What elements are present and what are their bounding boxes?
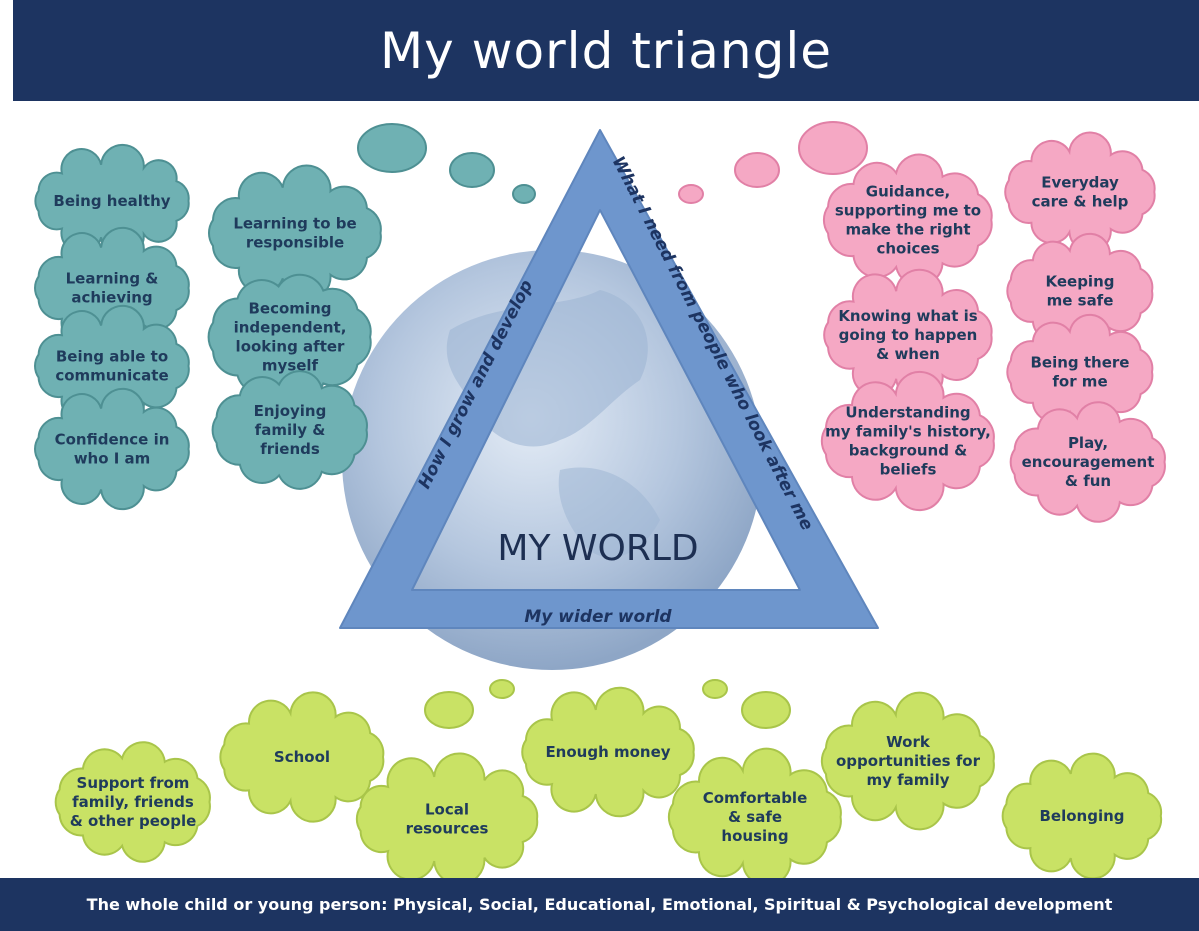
page-title: My world triangle (380, 21, 832, 80)
grow-cloud-shape (34, 387, 190, 511)
grow-cloud: Being healthy (34, 143, 190, 259)
grow-cloud-label: Learning &achieving (66, 270, 159, 307)
world-cloud: Enough money (521, 686, 695, 818)
grow-cloud-label: Being healthy (53, 192, 170, 210)
footer-banner: The whole child or young person: Physica… (0, 878, 1199, 931)
world-cloud-shape (355, 752, 539, 878)
thought-bubble (734, 152, 780, 188)
world-cloud: School (219, 691, 385, 823)
globe-landmass (558, 467, 660, 558)
world-cloud-shape (820, 691, 995, 831)
thought-bubble (357, 123, 427, 173)
care-cloud-shape (820, 370, 995, 512)
thought-bubble (798, 121, 868, 175)
world-cloud-shape (219, 691, 385, 823)
world-cloud: Belonging (1001, 752, 1163, 878)
globe (342, 250, 762, 670)
thought-bubble (449, 152, 495, 188)
triangle-bottom-label: My wider world (524, 607, 672, 627)
thought-bubble (741, 691, 791, 729)
triangle-frame (339, 129, 879, 629)
care-cloud-shape (1009, 401, 1166, 523)
care-cloud-shape (822, 153, 993, 287)
care-cloud-label: Play,encouragement& fun (1022, 434, 1155, 490)
grow-cloud-shape (208, 164, 382, 302)
thought-bubble (702, 679, 728, 699)
world-cloud-shape (521, 686, 695, 818)
my-world-diagram: How I grow and develop What I need from … (34, 121, 1166, 878)
world-cloud-label: Belonging (1039, 807, 1124, 825)
world-cloud-shape (667, 747, 842, 878)
thought-bubble (424, 691, 474, 729)
thought-bubbles (357, 121, 868, 729)
world-cloud-shape (1001, 752, 1163, 878)
grow-cloud-shape (207, 273, 372, 401)
world-cloud-label: School (274, 748, 330, 766)
world-cloud-shape (54, 741, 211, 863)
footer-text: The whole child or young person: Physica… (86, 895, 1113, 914)
thought-bubble (489, 679, 515, 699)
care-cloud-shape (823, 268, 993, 402)
title-banner: My world triangle (13, 0, 1199, 101)
care-cloud-shape (1004, 131, 1156, 253)
grow-cloud-shape (211, 370, 368, 490)
grow-cloud-shape (34, 143, 190, 259)
world-cloud-label: Enough money (545, 743, 670, 761)
thought-bubble (678, 184, 704, 204)
my-world-label: MY WORLD (497, 528, 698, 569)
thought-bubble (512, 184, 536, 204)
care-cloud: Play,encouragement& fun (1009, 401, 1166, 523)
